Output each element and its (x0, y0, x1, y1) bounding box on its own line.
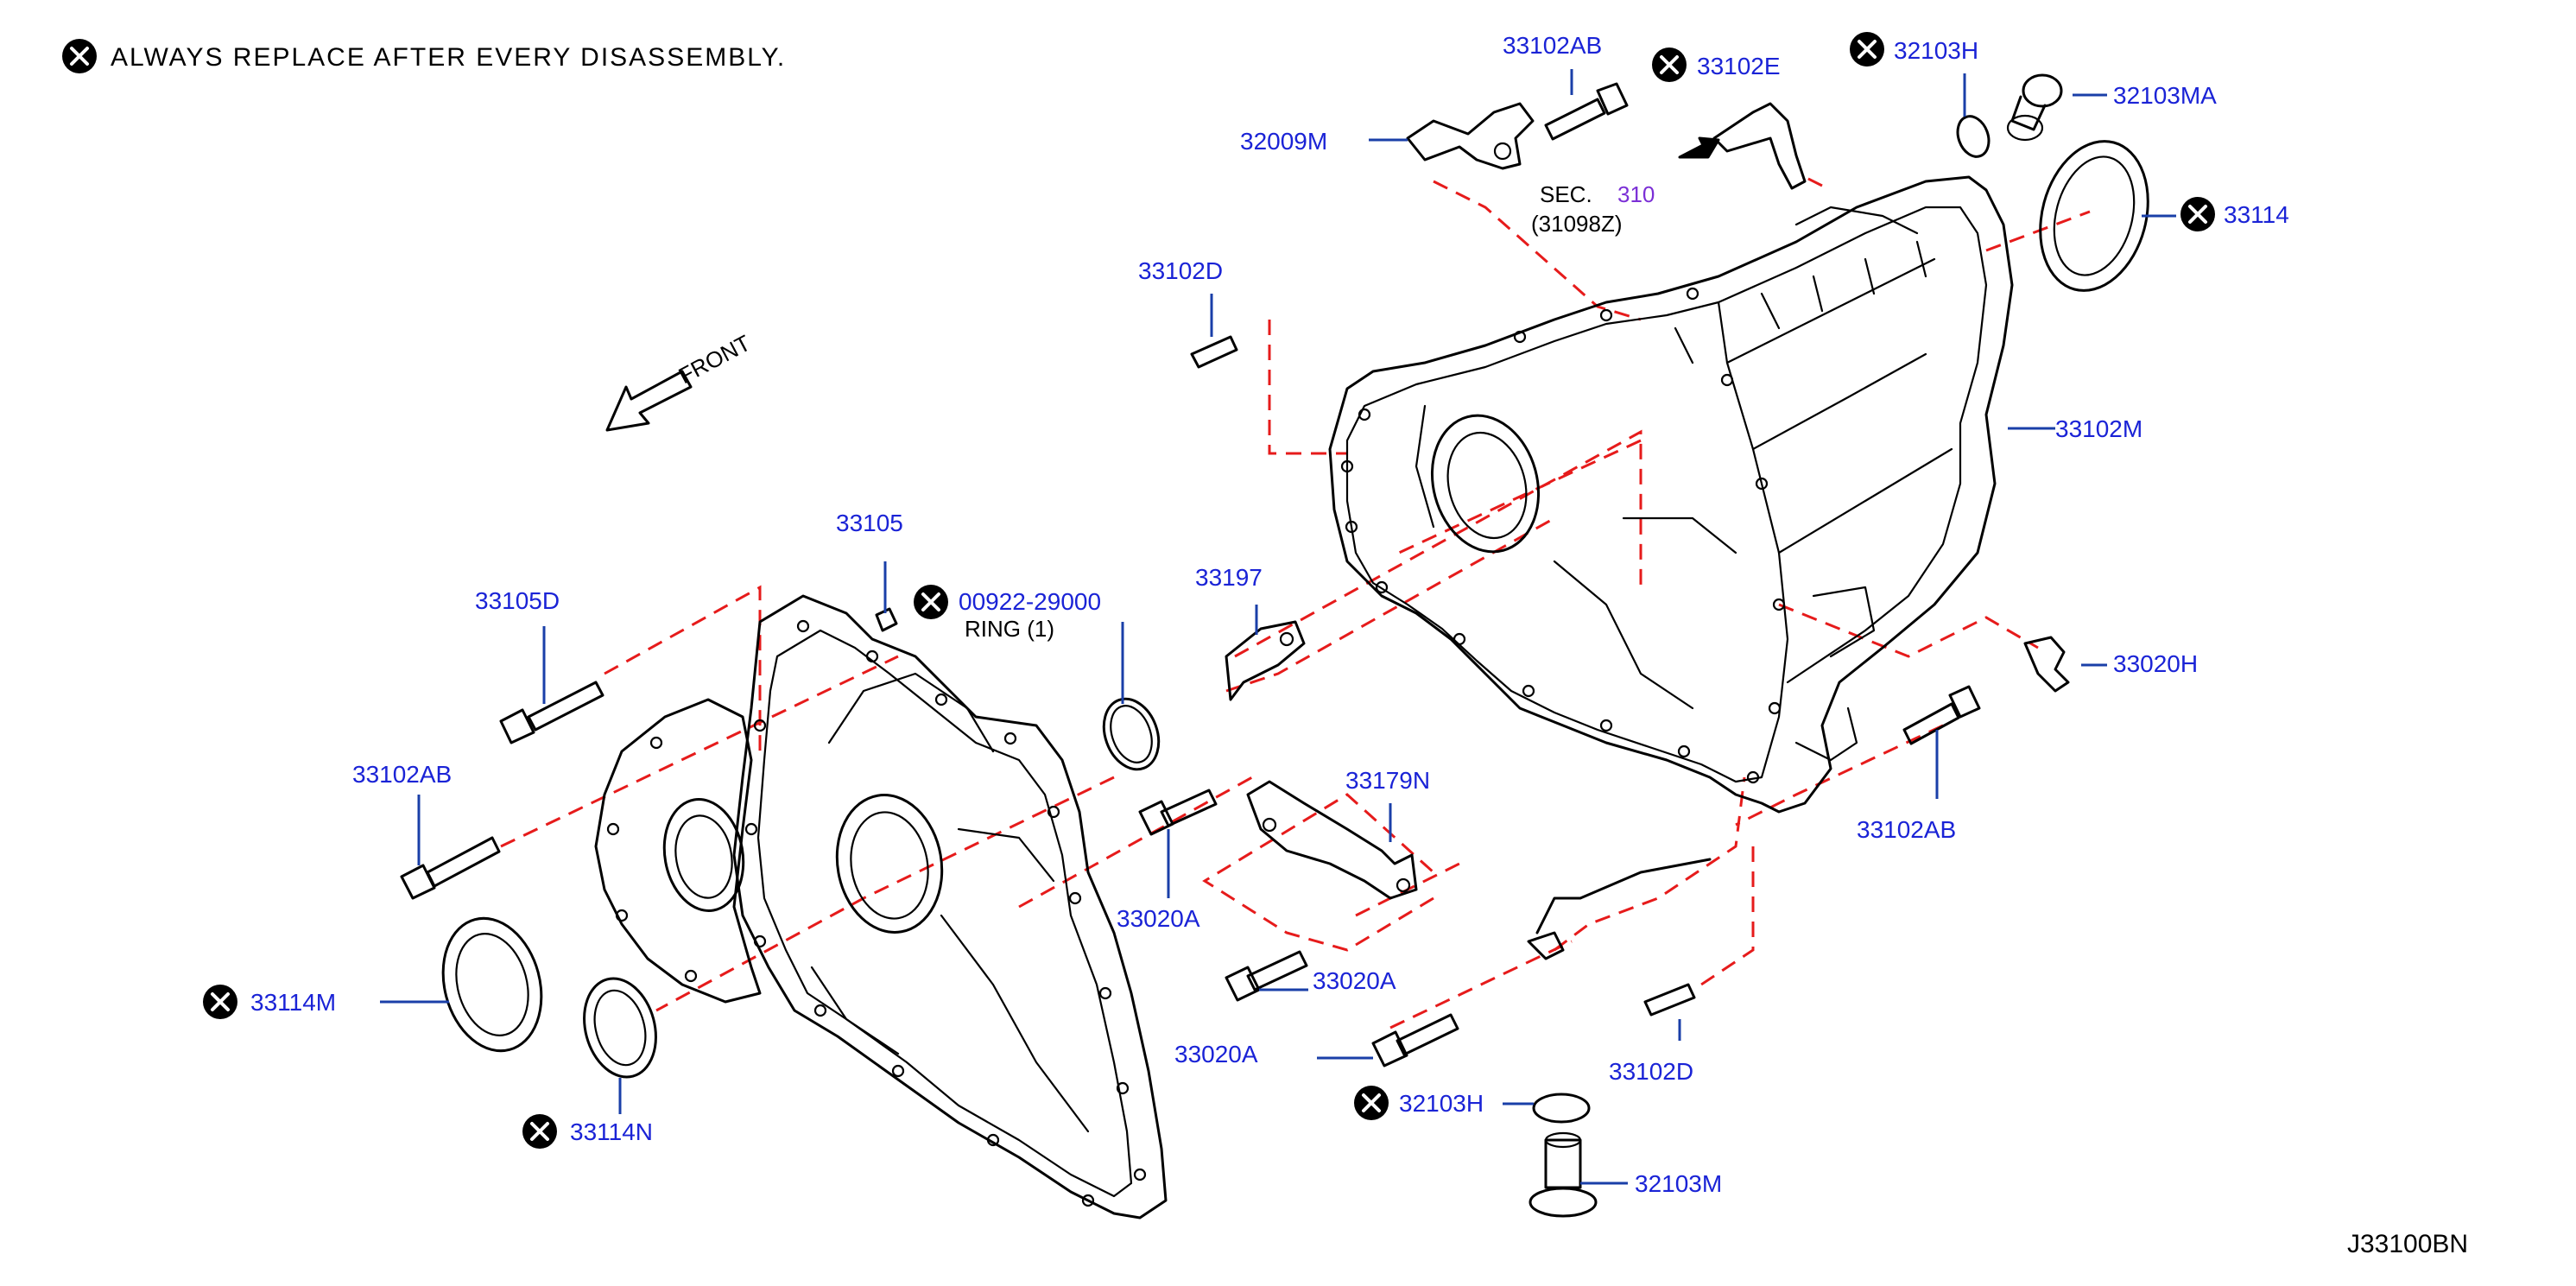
bolt-33102AB-left (400, 836, 501, 900)
plug-32103MA (2006, 73, 2063, 142)
replace-x-icon (203, 985, 237, 1019)
label-33102AB-left: 33102AB (352, 761, 452, 788)
replace-x-icon (1354, 1086, 1389, 1120)
bolt-33105D (499, 681, 604, 744)
oil-seal-33114N (583, 977, 657, 1079)
label-32103M: 32103M (1635, 1170, 1722, 1197)
label-33020A-3: 33020A (1174, 1041, 1258, 1067)
label-33020A-1: 33020A (1117, 905, 1200, 932)
case-bolt-holes (1340, 287, 1786, 784)
seal-32103H-bottom (1532, 1093, 1591, 1124)
replace-x-icon (1652, 48, 1687, 82)
label-33105D: 33105D (475, 587, 560, 614)
section-number: 310 (1617, 181, 1655, 207)
bolt-33020A-3 (1371, 1013, 1459, 1067)
label-33102D-top: 33102D (1138, 257, 1223, 284)
cover-33197 (1225, 620, 1306, 701)
label-33102AB-right: 33102AB (1857, 816, 1956, 843)
replace-x-icon (522, 1114, 557, 1149)
replace-x-icon (914, 585, 948, 619)
bolt-33102AB-top (1544, 82, 1629, 141)
replace-note: ALWAYS REPLACE AFTER EVERY DISASSEMBLY. (111, 43, 786, 72)
diagram-id: J33100BN (2347, 1230, 2468, 1258)
replace-x-icon (2180, 197, 2215, 231)
sensor-33102E (1678, 102, 1807, 190)
oil-seal-33114M (441, 916, 543, 1053)
label-33114N: 33114N (570, 1118, 653, 1145)
label-32009M: 32009M (1240, 128, 1327, 155)
pin-33102D-top (1190, 335, 1238, 369)
front-case-bolt-holes (606, 619, 1147, 1207)
section-prefix: SEC. (1540, 181, 1592, 207)
front-label: FRONT (674, 330, 755, 390)
pin-33102D-bottom (1643, 983, 1696, 1017)
label-33102AB-top: 33102AB (1503, 32, 1602, 59)
label-32103MA: 32103MA (2113, 82, 2217, 109)
section-sub: (31098Z) (1531, 211, 1623, 237)
bolt-33020A-2 (1225, 950, 1308, 1002)
label-33114M: 33114M (250, 989, 336, 1016)
label-33105: 33105 (836, 510, 903, 536)
oil-seal-33114 (2039, 140, 2149, 292)
bolt-33020A-1 (1138, 789, 1218, 836)
plug-32103M (1529, 1131, 1598, 1218)
breather-tube (1527, 858, 1712, 960)
label-33102D-bottom: 33102D (1609, 1058, 1693, 1085)
front-arrow-icon (605, 370, 693, 432)
label-33114: 33114 (2224, 201, 2289, 228)
label-33102M: 33102M (2055, 415, 2142, 442)
leader-lines (380, 69, 2176, 1185)
o-ring-00922-29000 (1102, 697, 1161, 771)
bracket-32009M (1406, 102, 1535, 170)
transfer-case-33102M (1328, 175, 2014, 814)
label-33197: 33197 (1195, 564, 1263, 591)
label-00922-29000: 00922-29000 (959, 588, 1101, 615)
label-33020A-2: 33020A (1313, 967, 1396, 994)
bolt-33102AB-right (1902, 685, 1981, 745)
clip-33020H (2023, 636, 2070, 693)
ring-note: RING (1) (965, 616, 1054, 642)
label-33020H: 33020H (2113, 650, 2198, 677)
label-33179N: 33179N (1345, 767, 1430, 794)
label-32103H-top: 32103H (1894, 37, 1978, 64)
front-case-33105 (594, 594, 1168, 1219)
bracket-33179N (1246, 780, 1418, 900)
replace-x-icon (1850, 32, 1884, 67)
label-33102E: 33102E (1697, 53, 1781, 79)
label-32103H-bottom: 32103H (1399, 1090, 1484, 1117)
replace-x-icon (62, 39, 97, 73)
seal-32103H-top (1956, 115, 1991, 158)
